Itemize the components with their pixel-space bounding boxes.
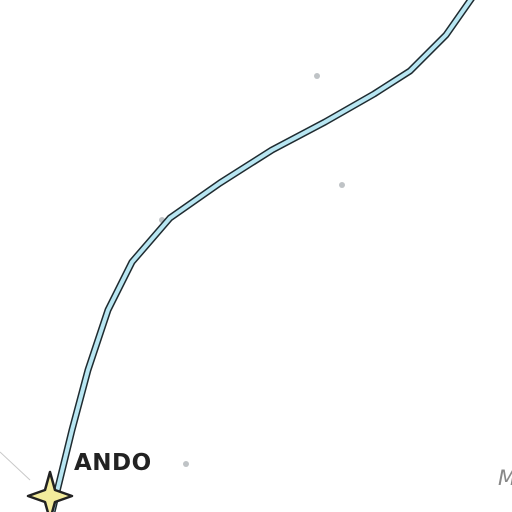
boundary-line <box>0 451 31 481</box>
fix-dot <box>339 182 345 188</box>
route-casing <box>48 0 475 512</box>
partial-map-label: M <box>498 466 512 490</box>
fix-dot <box>314 73 320 79</box>
fix-dot <box>183 461 189 467</box>
star-waypoint-icon[interactable] <box>26 470 74 512</box>
route-line[interactable] <box>50 0 474 512</box>
waypoint-label-ando[interactable]: ANDO <box>74 450 152 476</box>
